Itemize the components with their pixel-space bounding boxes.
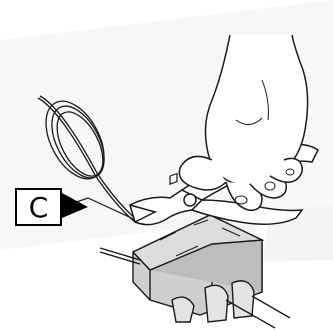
callout-box: C bbox=[15, 188, 62, 226]
callout-label: C bbox=[17, 190, 60, 224]
